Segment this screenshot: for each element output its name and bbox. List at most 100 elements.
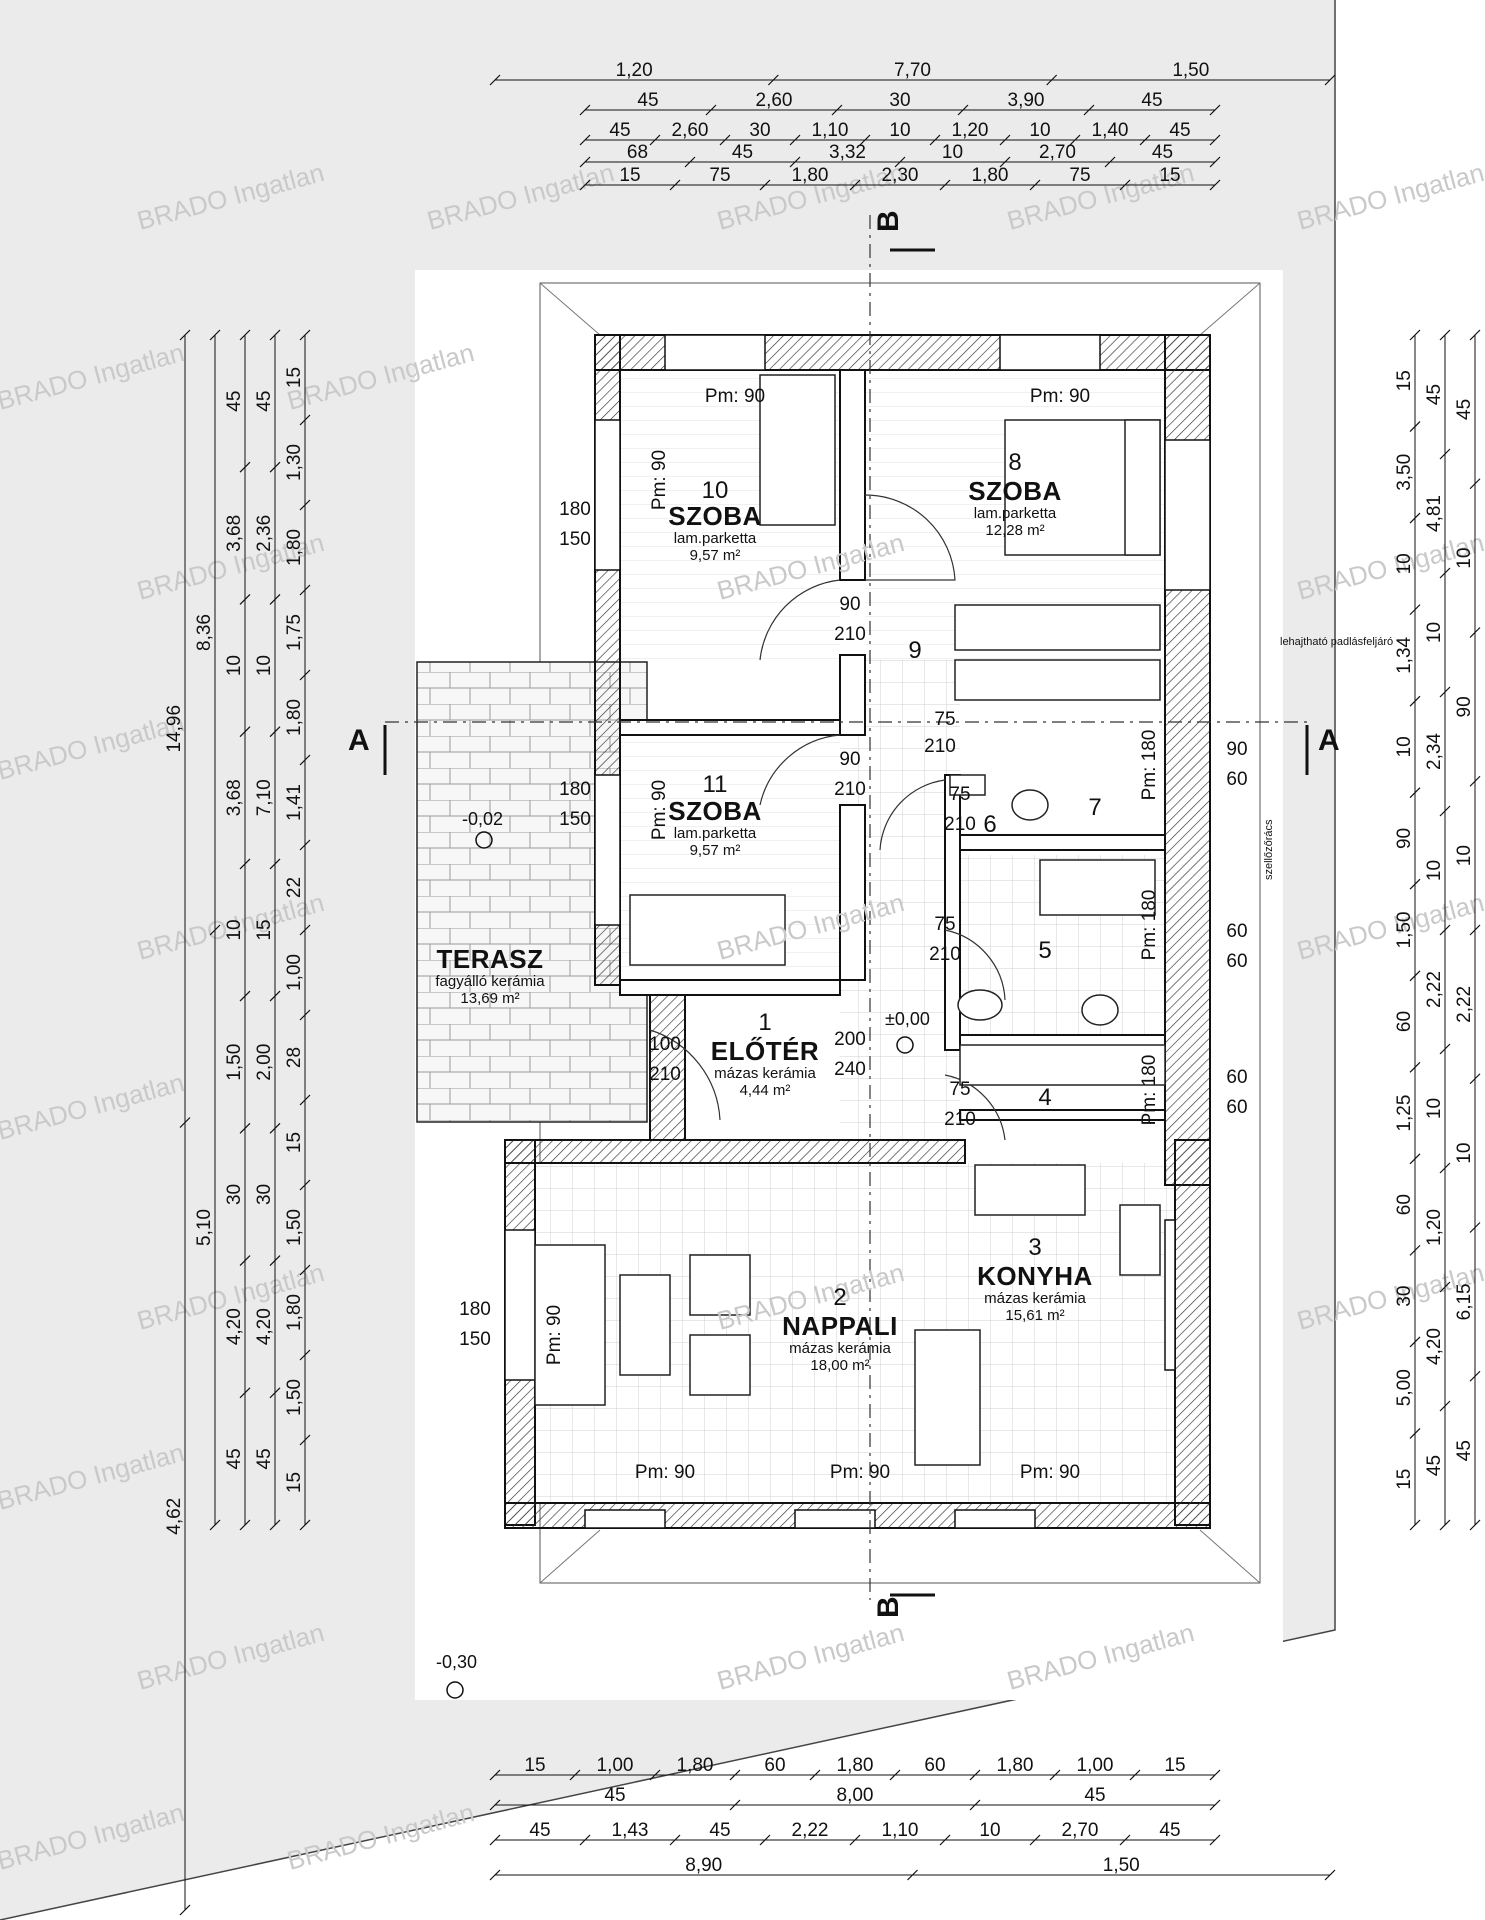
door-dim: 90 [839, 749, 860, 770]
dimension-tick [239, 594, 251, 605]
door-dim: 200 [834, 1029, 866, 1050]
dimension-tick [579, 1834, 591, 1846]
room-area: 9,57 m² [690, 547, 741, 564]
dimension-tick [1469, 1073, 1481, 1085]
dimension-tick [1119, 1834, 1131, 1846]
dimension-tick [1209, 156, 1221, 168]
dimension-tick [684, 156, 696, 168]
dimension-tick [1324, 1869, 1336, 1881]
dimension-tick [1439, 329, 1451, 341]
section-markers [383, 248, 1309, 1597]
pm-label: Pm: 90 [1030, 386, 1090, 407]
door-swings [649, 494, 1006, 1141]
dimension-tick [239, 726, 251, 738]
door-dim: 75 [949, 784, 970, 805]
dimension-tick [209, 924, 221, 936]
dimension-tick [649, 134, 661, 146]
dimension-tick [894, 156, 906, 168]
dimension-label: 2,70 [1039, 142, 1076, 163]
room-area: 15,61 m² [1005, 1307, 1064, 1324]
section-a-right: A [1318, 724, 1340, 757]
dimension-label: 60 [924, 1755, 945, 1776]
door-dim: 210 [649, 1064, 681, 1085]
dimension-tick [1409, 329, 1421, 341]
dimension-label: 1,50 [1394, 912, 1415, 949]
dimension-label: 45 [637, 90, 658, 111]
dimension-label: 4,20 [254, 1308, 275, 1345]
dimension-tick [269, 990, 281, 1002]
dimension-label: 10 [1424, 860, 1445, 881]
dimension-tick [1209, 134, 1221, 146]
dimension-label: 4,62 [164, 1498, 185, 1535]
dimension-label: 1,10 [882, 1820, 919, 1841]
dimension-tick [299, 1009, 311, 1021]
dimension-label: 3,68 [224, 515, 245, 552]
room-labels: 10 SZOBA lam.parketta 9,57 m² 8 SZOBA la… [435, 449, 1101, 1374]
dimension-tick [269, 1122, 281, 1134]
door-dim: 150 [559, 529, 591, 550]
dimension-tick [269, 461, 281, 473]
dimension-label: 2,30 [882, 165, 919, 186]
dimension-tick [849, 179, 861, 191]
door-dim: 180 [559, 499, 591, 520]
dimension-label: 15 [254, 919, 275, 940]
dimension-label: 1,30 [284, 444, 305, 481]
dimension-tick [1209, 1834, 1221, 1846]
door-dim: 60 [1226, 1097, 1247, 1118]
dimension-tick [299, 754, 311, 766]
dimension-label: 10 [224, 655, 245, 676]
room-name: SZOBA [968, 476, 1062, 506]
dimension-tick [239, 1255, 251, 1266]
dimension-label: 10 [1424, 1098, 1445, 1119]
section-a-left: A [348, 724, 370, 757]
dimension-label: 4,20 [1424, 1328, 1445, 1365]
dimension-tick [239, 1519, 251, 1531]
dimension-tick [1469, 478, 1481, 490]
dimension-label: 45 [254, 391, 275, 412]
dimension-tick [1409, 512, 1421, 524]
dimension-label: 68 [627, 142, 648, 163]
dimension-tick [1439, 1281, 1451, 1293]
dimension-tick [1409, 604, 1421, 616]
dimension-label: 1,41 [284, 784, 305, 821]
dimension-tick [831, 104, 843, 116]
dimension-label: 10 [1454, 1143, 1475, 1164]
dimension-label: 3,68 [224, 779, 245, 816]
door-dim: 75 [934, 709, 955, 730]
dimension-label: 1,50 [1172, 60, 1209, 81]
door-dim: 210 [834, 624, 866, 645]
dimension-tick [1209, 104, 1221, 116]
door-dim: 210 [924, 736, 956, 757]
dimension-tick [1409, 1153, 1421, 1165]
dimension-tick [759, 1834, 771, 1846]
pm-label: Pm: 180 [1139, 730, 1160, 801]
dimension-tick [299, 1179, 311, 1191]
dimension-label: 45 [604, 1785, 625, 1806]
door-dim: 60 [1226, 1067, 1247, 1088]
dimension-label: 60 [1394, 1194, 1415, 1215]
dimension-label: 10 [1029, 120, 1050, 141]
room-name: NAPPALI [782, 1311, 898, 1341]
dimension-label: 2,36 [254, 515, 275, 552]
dimension-label: 45 [1454, 1440, 1475, 1461]
dimension-label: 10 [1394, 553, 1415, 574]
roof-ridge [539, 282, 1261, 1584]
dimension-tick [1409, 1519, 1421, 1531]
dimension-tick [859, 134, 871, 146]
dimension-label: 2,00 [254, 1044, 275, 1081]
dimension-tick [1439, 1519, 1451, 1531]
room-number: 1 [758, 1009, 771, 1036]
dimension-tick [1409, 1336, 1421, 1348]
door-dim: 150 [459, 1329, 491, 1350]
dimension-tick [1049, 1769, 1061, 1781]
dimension-label: 1,20 [616, 60, 653, 81]
room-area: 9,57 m² [690, 842, 741, 859]
furniture [534, 374, 1166, 1466]
room-finish: lam.parketta [674, 530, 757, 547]
dimension-tick [939, 179, 951, 191]
dimension-tick [1129, 1769, 1141, 1781]
dimension-label: 45 [732, 142, 753, 163]
door-dim: 240 [834, 1059, 866, 1080]
dimension-tick [239, 329, 251, 341]
dimension-label: 15 [1164, 1755, 1185, 1776]
